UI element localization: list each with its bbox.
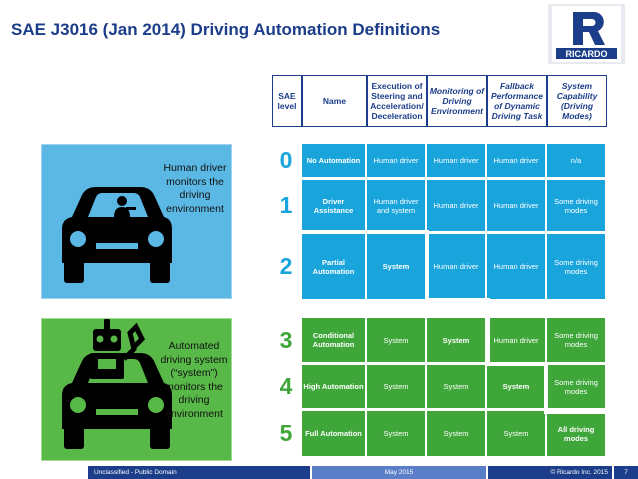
fallback-cell: Human driver xyxy=(487,144,545,177)
table-row: 4 High Automation System System System S… xyxy=(272,365,610,408)
level-name: No Automation xyxy=(302,144,365,177)
monitoring-cell: System xyxy=(427,318,485,362)
human-monitoring-text: Human driver monitors the driving enviro… xyxy=(163,162,227,215)
footer-page-number: 7 xyxy=(614,466,638,479)
fallback-cell: System xyxy=(487,411,545,456)
table-row: 2 Partial Automation System Human driver… xyxy=(272,234,610,299)
level-name: Full Automation xyxy=(302,411,365,456)
capability-cell: All driving modes xyxy=(547,411,605,456)
fallback-cell: System xyxy=(487,365,545,408)
capability-cell: n/a xyxy=(547,144,605,177)
header-name: Name xyxy=(302,75,367,127)
human-driver-car-icon xyxy=(62,187,172,283)
fallback-cell: Human driver xyxy=(487,180,545,231)
footer-copyright: © Ricardo Inc. 2015 xyxy=(488,466,612,479)
header-execution: Execution of Steering and Acceleration/ … xyxy=(367,75,427,127)
table-header-row: SAE level Name Execution of Steering and… xyxy=(272,75,610,127)
level-name: Partial Automation xyxy=(302,234,365,299)
footer-date: May 2015 xyxy=(312,466,486,479)
level-name: Driver Assistance xyxy=(302,180,365,231)
system-monitoring-panel: Automated driving system (“system”) moni… xyxy=(41,318,232,461)
execution-cell: Human driver and system xyxy=(367,180,425,231)
table-row: 0 No Automation Human driver Human drive… xyxy=(272,144,610,177)
execution-cell: System xyxy=(367,411,425,456)
human-monitoring-panel: Human driver monitors the driving enviro… xyxy=(41,144,232,299)
table-row: 5 Full Automation System System System A… xyxy=(272,411,610,456)
level-name: High Automation xyxy=(302,365,365,408)
footer-classification: Unclassified - Public Domain xyxy=(88,466,310,479)
execution-cell: System xyxy=(367,365,425,408)
system-monitoring-text: Automated driving system (“system”) moni… xyxy=(160,340,228,420)
level-number: 4 xyxy=(272,365,300,408)
level-number: 5 xyxy=(272,411,300,456)
logo-text: RICARDO xyxy=(566,49,608,59)
header-fallback: Fallback Performance of Dynamic Driving … xyxy=(487,75,547,127)
monitoring-cell: Human driver xyxy=(427,234,485,299)
capability-cell: Some driving modes xyxy=(547,365,605,408)
fallback-cell: Human driver xyxy=(487,318,545,362)
level-number: 0 xyxy=(272,144,300,177)
table-row: 1 Driver Assistance Human driver and sys… xyxy=(272,180,610,231)
monitoring-cell: Human driver xyxy=(427,144,485,177)
execution-cell: System xyxy=(367,234,425,299)
footer-bar: Unclassified - Public Domain May 2015 © … xyxy=(0,466,638,479)
robot-driver-car-icon xyxy=(62,319,172,449)
level-number: 1 xyxy=(272,180,300,231)
fallback-cell: Human driver xyxy=(487,234,545,299)
slide-title: SAE J3016 (Jan 2014) Driving Automation … xyxy=(11,20,441,39)
execution-cell: System xyxy=(367,318,425,362)
table-row: 3 Conditional Automation System System H… xyxy=(272,318,610,362)
monitoring-cell: System xyxy=(427,365,485,408)
monitoring-cell: Human driver xyxy=(427,180,485,231)
header-monitoring: Monitoring of Driving Environment xyxy=(427,75,487,127)
level-number: 3 xyxy=(272,318,300,362)
level-number: 2 xyxy=(272,234,300,299)
execution-cell: Human driver xyxy=(367,144,425,177)
capability-cell: Some driving modes xyxy=(547,180,605,231)
capability-cell: Some driving modes xyxy=(547,234,605,299)
level-name: Conditional Automation xyxy=(302,318,365,362)
header-capability: System Capability (Driving Modes) xyxy=(547,75,607,127)
capability-cell: Some driving modes xyxy=(547,318,605,362)
header-sae-level: SAE level xyxy=(272,75,302,127)
ricardo-logo: RICARDO xyxy=(548,4,625,64)
monitoring-cell: System xyxy=(427,411,485,456)
